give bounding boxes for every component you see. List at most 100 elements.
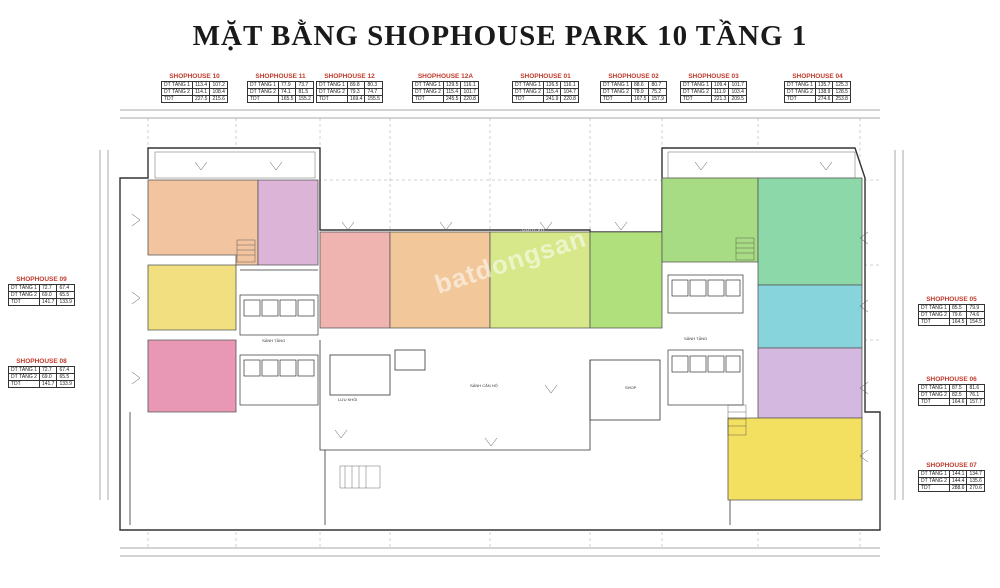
shophouse-label: SHOPHOUSE 03 [688,73,739,80]
shophouse-11-area [257,179,319,266]
watermark-domain: .com.vn [520,226,545,233]
shophouse-label: SHOPHOUSE 07 [926,462,977,469]
shophouse-label: SHOPHOUSE 12 [324,73,375,80]
interior-walls [129,340,731,525]
shophouse-label: SHOPHOUSE 09 [16,276,67,283]
table-cell: TDT [8,298,40,306]
table-cell: 220.8 [460,95,479,103]
shophouse-label: SHOPHOUSE 01 [520,73,571,80]
shophouse-label: SHOPHOUSE 12A [417,73,474,80]
shophouse-label: SHOPHOUSE 06 [926,376,977,383]
shophouse-label: SHOPHOUSE 02 [608,73,659,80]
table-cell: TDT [784,95,816,103]
shophouse-07-area [727,417,863,501]
left-lobby-label: SẢNH TẦNG [262,338,286,343]
shophouse-04-area [757,177,863,286]
shophouse-06-area [757,347,863,419]
shophouse-label: SHOPHOUSE 08 [16,358,67,365]
table-cell: 157.7 [966,398,985,406]
elevator-core-right [667,274,744,406]
table-cell: TDT [600,95,632,103]
doors [131,161,869,463]
shophouse-label: SHOPHOUSE 05 [926,296,977,303]
table-cell: TDT [161,95,193,103]
table-cell: 133.9 [56,298,75,306]
table-cell: TDT [512,95,544,103]
shophouse-12-area [319,231,391,329]
table-cell: 133.9 [56,380,75,388]
shophouse-label: SHOPHOUSE 04 [792,73,843,80]
stairs [236,237,755,489]
table-cell: 155.5 [364,95,383,103]
table-cell: 154.5 [966,318,985,326]
table-cell: TDT [316,95,348,103]
shophouse-03-area [661,177,759,263]
shophouse-10-area [147,179,259,266]
shophouse-label: SHOPHOUSE 10 [169,73,220,80]
smoke-label: LƯU KHÓI [338,397,358,402]
shophouse-09-area [147,264,237,331]
table-cell: 155.2 [295,95,314,103]
shop-label: SHOP [625,385,637,390]
table-cell: 209.5 [728,95,747,103]
table-cell: TDT [918,398,950,406]
apartment-lobby-label: SẢNH CĂN HỘ [470,383,498,388]
table-cell: 220.8 [560,95,579,103]
table-cell: TDT [412,95,444,103]
table-cell: TDT [8,380,40,388]
dimension-lines [99,109,904,557]
elevator-core-left [239,269,319,406]
table-cell: TDT [918,484,950,492]
shophouse-02-area [589,231,663,329]
table-cell: 215.6 [209,95,228,103]
table-cell: 270.6 [966,484,985,492]
right-lobby-label: SẢNH TẦNG [684,336,708,341]
shophouse-label: SHOPHOUSE 11 [255,73,306,80]
page-title: MẶT BẰNG SHOPHOUSE PARK 10 TẦNG 1 [192,20,808,52]
table-cell: TDT [247,95,279,103]
shophouse-08-area [147,339,237,413]
table-cell: TDT [918,318,950,326]
